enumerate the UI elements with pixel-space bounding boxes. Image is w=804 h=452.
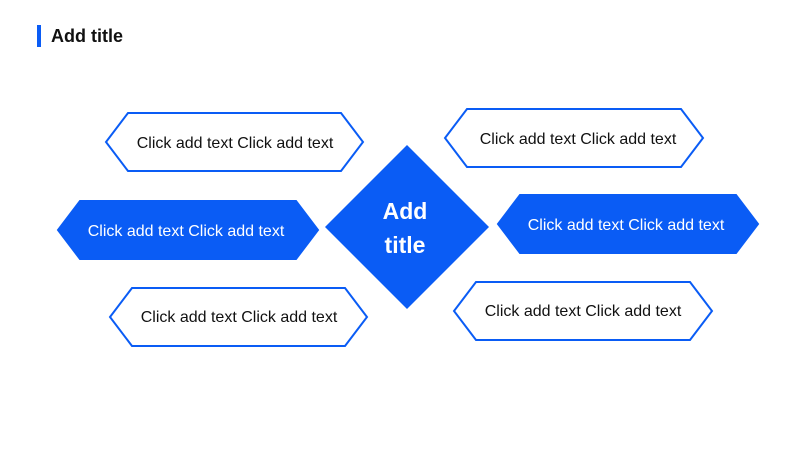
hex-label: Click add text Click add text: [480, 131, 677, 148]
hex-item-top-right[interactable]: Click add text Click add text: [443, 108, 705, 168]
hex-item-middle-right[interactable]: Click add text Click add text: [496, 194, 760, 254]
hex-shape: [452, 281, 714, 341]
hex-shape: [443, 108, 705, 168]
hex-item-middle-left[interactable]: Click add text Click add text: [56, 200, 320, 260]
page-title: Add title: [51, 26, 123, 46]
hex-item-top-left[interactable]: Click add text Click add text: [104, 112, 365, 172]
hex-shape: [56, 200, 320, 260]
center-diamond[interactable]: Add title: [325, 145, 489, 309]
hex-item-bottom-right[interactable]: Click add text Click add text: [452, 281, 714, 341]
center-title-line1: Add: [383, 198, 428, 224]
hex-shape: [104, 112, 365, 172]
hex-label: Click add text Click add text: [528, 217, 725, 234]
hex-item-bottom-left[interactable]: Click add text Click add text: [108, 287, 369, 347]
hex-shape: [108, 287, 369, 347]
hex-shape: [496, 194, 760, 254]
hex-label: Click add text Click add text: [485, 303, 682, 320]
hex-label: Click add text Click add text: [141, 309, 338, 326]
title-accent-bar: [37, 25, 41, 47]
center-title-line2: title: [385, 232, 426, 258]
hex-label: Click add text Click add text: [88, 223, 285, 240]
diamond-shape: [325, 145, 489, 309]
hex-label: Click add text Click add text: [137, 135, 334, 152]
